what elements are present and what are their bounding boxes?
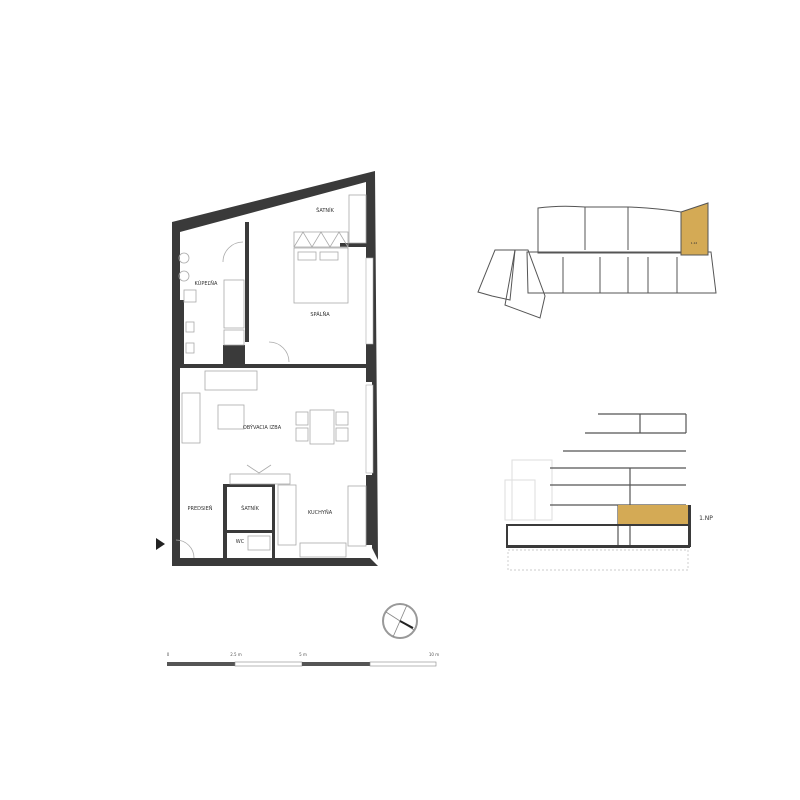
interior-wall — [245, 222, 249, 342]
scale-bar: 0 2.5 m 5 m 10 m — [167, 652, 439, 667]
room-label-satnik-1: ŠATNÍK — [316, 207, 335, 214]
floor-plan: ŠATNÍK KÚPEĽŇA SPÁLŇA OBÝVACIA IZBA PRED… — [156, 171, 378, 566]
room-label-kupelna: KÚPEĽŇA — [195, 280, 219, 287]
floor-label: 1.NP — [699, 515, 713, 522]
room-label-spalna: SPÁLŇA — [310, 311, 330, 318]
highlighted-floor — [618, 505, 688, 524]
scale-tick-0: 0 — [167, 652, 170, 657]
highlighted-unit-label: 1.12 — [691, 241, 698, 245]
compass-icon — [382, 603, 418, 639]
room-label-obyvacia-izba: OBÝVACIA IZBA — [243, 424, 282, 431]
highlighted-unit — [680, 202, 709, 256]
building-section: 1.NP — [504, 413, 713, 571]
room-label-satnik-2: ŠATNÍK — [241, 505, 260, 512]
scale-tick-2-5m: 2.5 m — [230, 652, 242, 657]
key-plan: 1.12 — [477, 202, 717, 319]
room-label-predsien: PREDSIEŇ — [187, 505, 212, 512]
furniture — [175, 194, 367, 559]
room-label-wc: WC — [236, 539, 245, 545]
room-label-kuchyna: KUCHYŇA — [308, 509, 333, 516]
scale-tick-5m: 5 m — [299, 652, 307, 657]
entrance-arrow-icon — [156, 538, 165, 550]
scale-tick-10m: 10 m — [429, 652, 439, 657]
